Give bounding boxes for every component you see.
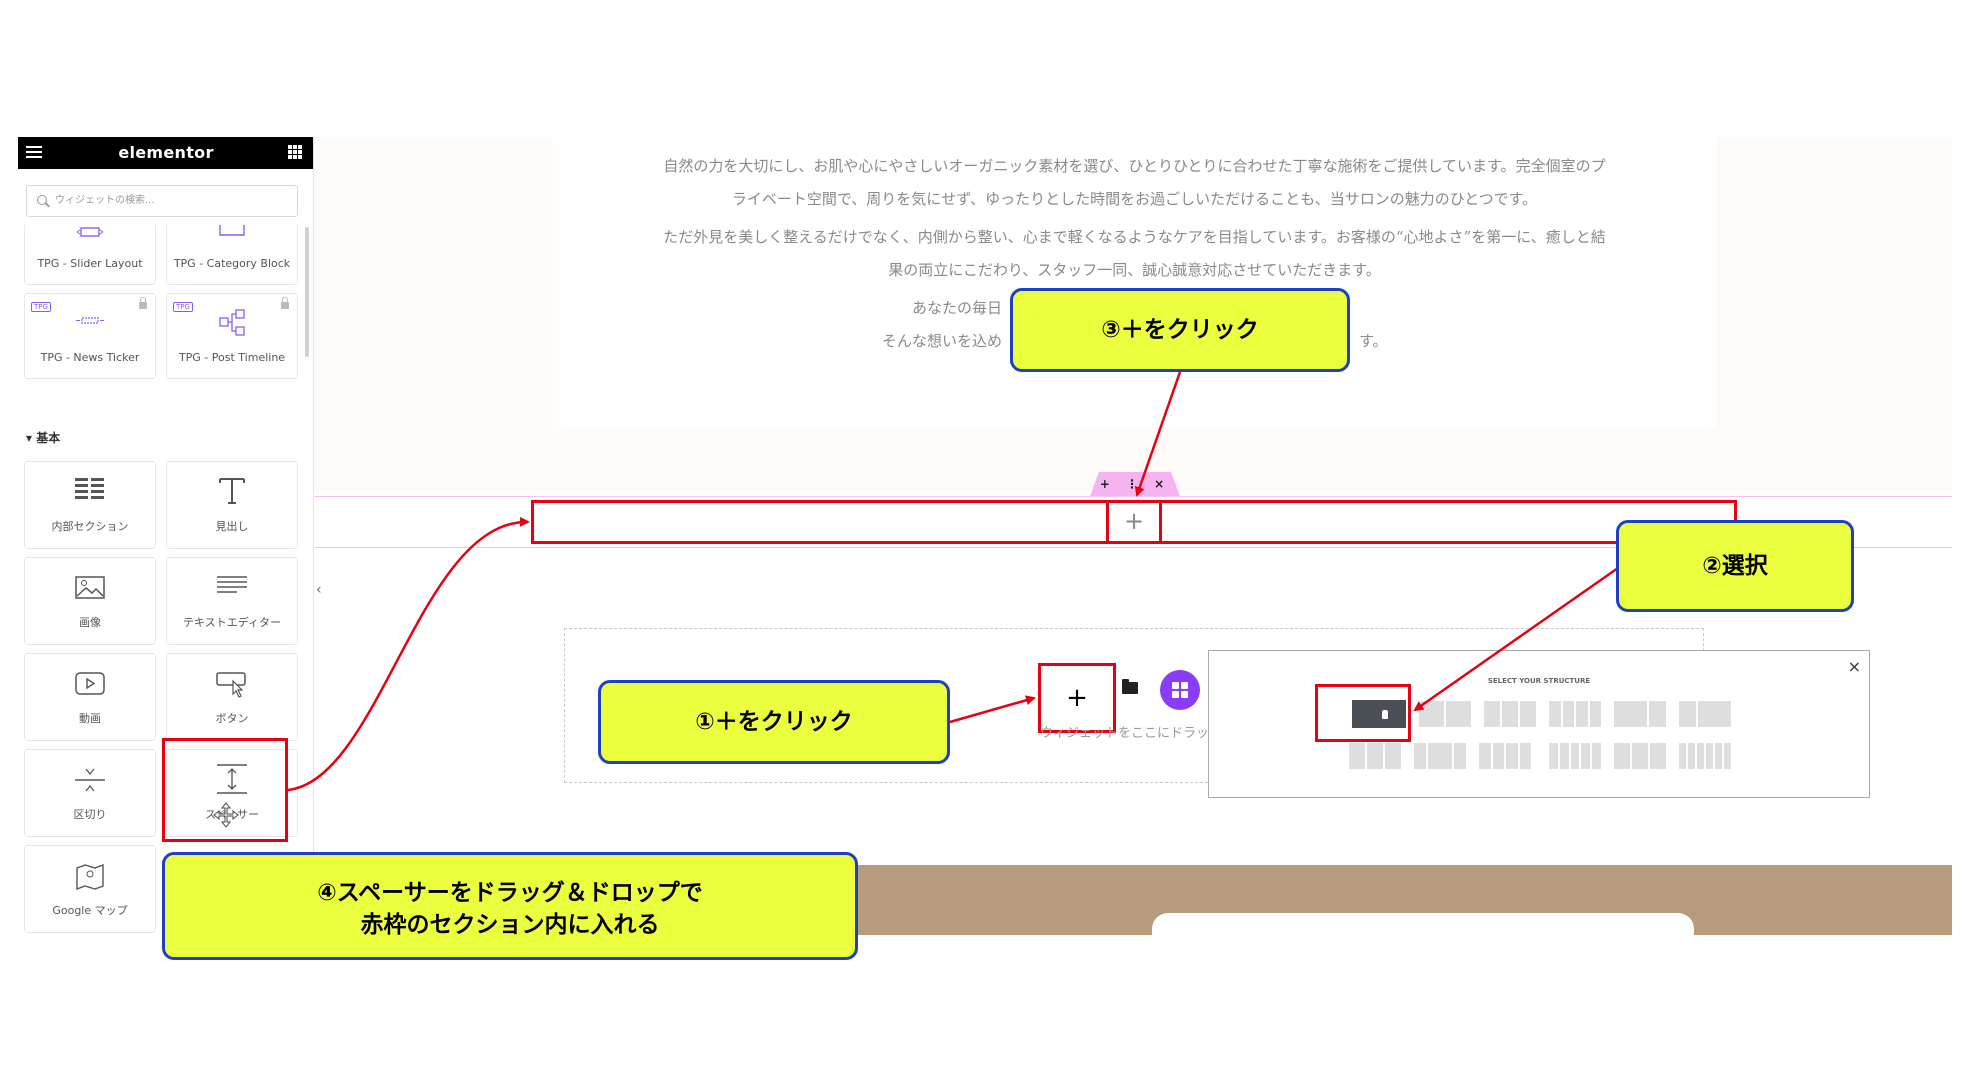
drop-hint-text: ウィジェットをここにドラッ bbox=[1040, 726, 1210, 741]
paragraph-line: あなたの毎日 bbox=[912, 299, 1003, 317]
structure-option-one-column[interactable] bbox=[1352, 700, 1406, 728]
caret-down-icon: ▾ bbox=[26, 431, 37, 445]
structure-option[interactable] bbox=[1414, 743, 1466, 769]
structure-option[interactable] bbox=[1679, 701, 1731, 727]
widget-image[interactable]: 画像 bbox=[24, 557, 156, 645]
panel-header: elementor bbox=[18, 137, 313, 169]
post-timeline-icon bbox=[219, 309, 245, 336]
widget-label: TPG - Category Block bbox=[173, 257, 291, 270]
structure-option[interactable] bbox=[1679, 743, 1731, 769]
footer-card bbox=[1152, 913, 1694, 953]
widget-label: Google マップ bbox=[52, 904, 128, 917]
widget-inner-section[interactable]: 内部セクション bbox=[24, 461, 156, 549]
widget-search-input[interactable]: ウィジェットの検索... bbox=[26, 185, 298, 217]
widget-heading[interactable]: 見出し bbox=[166, 461, 298, 549]
widget-tpg-post-timeline[interactable]: TPG TPG - Post Timeline bbox=[166, 293, 298, 379]
move-cursor-icon bbox=[213, 802, 239, 828]
structure-option[interactable] bbox=[1614, 743, 1666, 769]
paragraph-line: 果の両立にこだわり、スタッフ一同、誠心誠意対応させていただきます。 bbox=[888, 261, 1381, 279]
widget-label: 画像 bbox=[79, 616, 101, 629]
structure-picker: SELECT YOUR STRUCTURE × bbox=[1208, 650, 1870, 798]
structure-option[interactable] bbox=[1484, 701, 1536, 727]
widget-label: TPG - News Ticker bbox=[40, 351, 140, 364]
widget-video[interactable]: 動画 bbox=[24, 653, 156, 741]
widget-tpg-slider-layout[interactable]: TPG - Slider Layout bbox=[24, 225, 156, 285]
callout-step2: ②選択 bbox=[1616, 520, 1854, 612]
paragraph-line: す。 bbox=[1359, 332, 1388, 350]
structure-selection-highlight bbox=[1315, 684, 1411, 742]
widget-text-editor[interactable]: テキストエディター bbox=[166, 557, 298, 645]
add-new-section-button[interactable]: + bbox=[1038, 663, 1116, 733]
button-icon bbox=[216, 672, 246, 698]
paragraph-line: 自然の力を大切にし、お肌や心にやさしいオーガニック素材を選び、ひとりひとりに合わ… bbox=[663, 157, 1606, 175]
spacer-widget-highlight bbox=[162, 738, 288, 842]
lock-icon bbox=[281, 297, 289, 309]
paragraph-line: ただ外見を美しく整えるだけでなく、内側から整い、心まで軽くなるようなケアを目指し… bbox=[663, 228, 1606, 246]
structure-option[interactable] bbox=[1349, 743, 1401, 769]
template-kit-icon[interactable] bbox=[1160, 670, 1200, 710]
text-editor-block[interactable]: 自然の力を大切にし、お肌や心にやさしいオーガニック素材を選び、ひとりひとりに合わ… bbox=[552, 137, 1717, 427]
image-icon bbox=[75, 576, 105, 599]
folder-icon[interactable] bbox=[1122, 679, 1138, 694]
widget-label: 内部セクション bbox=[51, 520, 129, 533]
callout-step1: ①＋をクリック bbox=[598, 680, 950, 764]
widget-label: テキストエディター bbox=[183, 616, 281, 629]
arrow-step4 bbox=[287, 516, 530, 792]
callout-step4: ④スペーサーをドラッグ＆ドロップで 赤枠のセクション内に入れる bbox=[162, 852, 858, 960]
tpg-badge: TPG bbox=[173, 302, 193, 312]
search-icon bbox=[37, 195, 47, 205]
search-placeholder: ウィジェットの検索... bbox=[55, 195, 155, 206]
paragraph-line: ライベート空間で、周りを気にせず、ゆったりとした時間をお過ごしいただけることも、… bbox=[731, 190, 1538, 208]
elementor-logo: elementor bbox=[118, 143, 214, 162]
elementor-panel: elementor ウィジェットの検索... TPG - Slider Layo… bbox=[18, 137, 314, 935]
video-icon bbox=[75, 672, 105, 695]
heading-icon bbox=[219, 478, 245, 504]
category-label: 基本 bbox=[36, 431, 61, 445]
widget-label: ボタン bbox=[215, 712, 249, 725]
widget-label: 見出し bbox=[215, 520, 249, 533]
widgets-grid-icon[interactable] bbox=[288, 145, 302, 159]
section-add-plus-button[interactable]: + bbox=[1123, 507, 1145, 535]
callout-step4-line1: ④スペーサーをドラッグ＆ドロップで bbox=[317, 880, 703, 906]
structure-option[interactable] bbox=[1549, 701, 1601, 727]
tpg-badge: TPG bbox=[31, 302, 51, 312]
text-editor-icon bbox=[217, 576, 247, 593]
category-block-icon bbox=[219, 225, 245, 236]
widget-google-map[interactable]: Google マップ bbox=[24, 845, 156, 933]
arrow-step3 bbox=[1134, 371, 1182, 497]
structure-option[interactable] bbox=[1614, 701, 1666, 727]
paragraph-line: そんな想いを込め bbox=[882, 332, 1003, 350]
news-ticker-icon bbox=[76, 317, 104, 324]
widget-label: 動画 bbox=[79, 712, 101, 725]
hamburger-menu-icon[interactable] bbox=[26, 144, 44, 162]
hand-cursor-icon bbox=[1382, 710, 1388, 719]
inner-section-icon bbox=[75, 478, 104, 499]
widget-spacer[interactable]: スペーサー bbox=[166, 749, 298, 837]
structure-option[interactable] bbox=[1479, 743, 1531, 769]
widget-label: TPG - Slider Layout bbox=[37, 257, 143, 270]
plus-button-highlight bbox=[1106, 500, 1162, 544]
structure-title: SELECT YOUR STRUCTURE bbox=[1487, 677, 1591, 685]
divider-icon bbox=[75, 768, 105, 792]
slider-layout-icon bbox=[76, 227, 104, 237]
arrow-step2 bbox=[1413, 566, 1619, 712]
category-basic-toggle[interactable]: ▾ 基本 bbox=[26, 429, 60, 446]
widget-tpg-news-ticker[interactable]: TPG TPG - News Ticker bbox=[24, 293, 156, 379]
callout-step4-line2: 赤枠のセクション内に入れる bbox=[360, 912, 660, 938]
panel-collapse-icon[interactable]: ‹ bbox=[316, 582, 322, 598]
panel-scrollbar[interactable] bbox=[305, 227, 309, 357]
callout-step3: ③＋をクリック bbox=[1010, 288, 1350, 372]
lock-icon bbox=[139, 297, 147, 309]
widget-divider[interactable]: 区切り bbox=[24, 749, 156, 837]
widget-tpg-category-block[interactable]: TPG - Category Block bbox=[166, 225, 298, 285]
arrow-step1 bbox=[949, 695, 1036, 724]
spacer-icon bbox=[217, 764, 247, 794]
map-icon bbox=[76, 863, 104, 891]
close-icon[interactable]: × bbox=[1847, 657, 1861, 676]
structure-option[interactable] bbox=[1549, 743, 1601, 769]
widget-label: TPG - Post Timeline bbox=[178, 351, 286, 364]
widget-label: 区切り bbox=[73, 808, 107, 821]
